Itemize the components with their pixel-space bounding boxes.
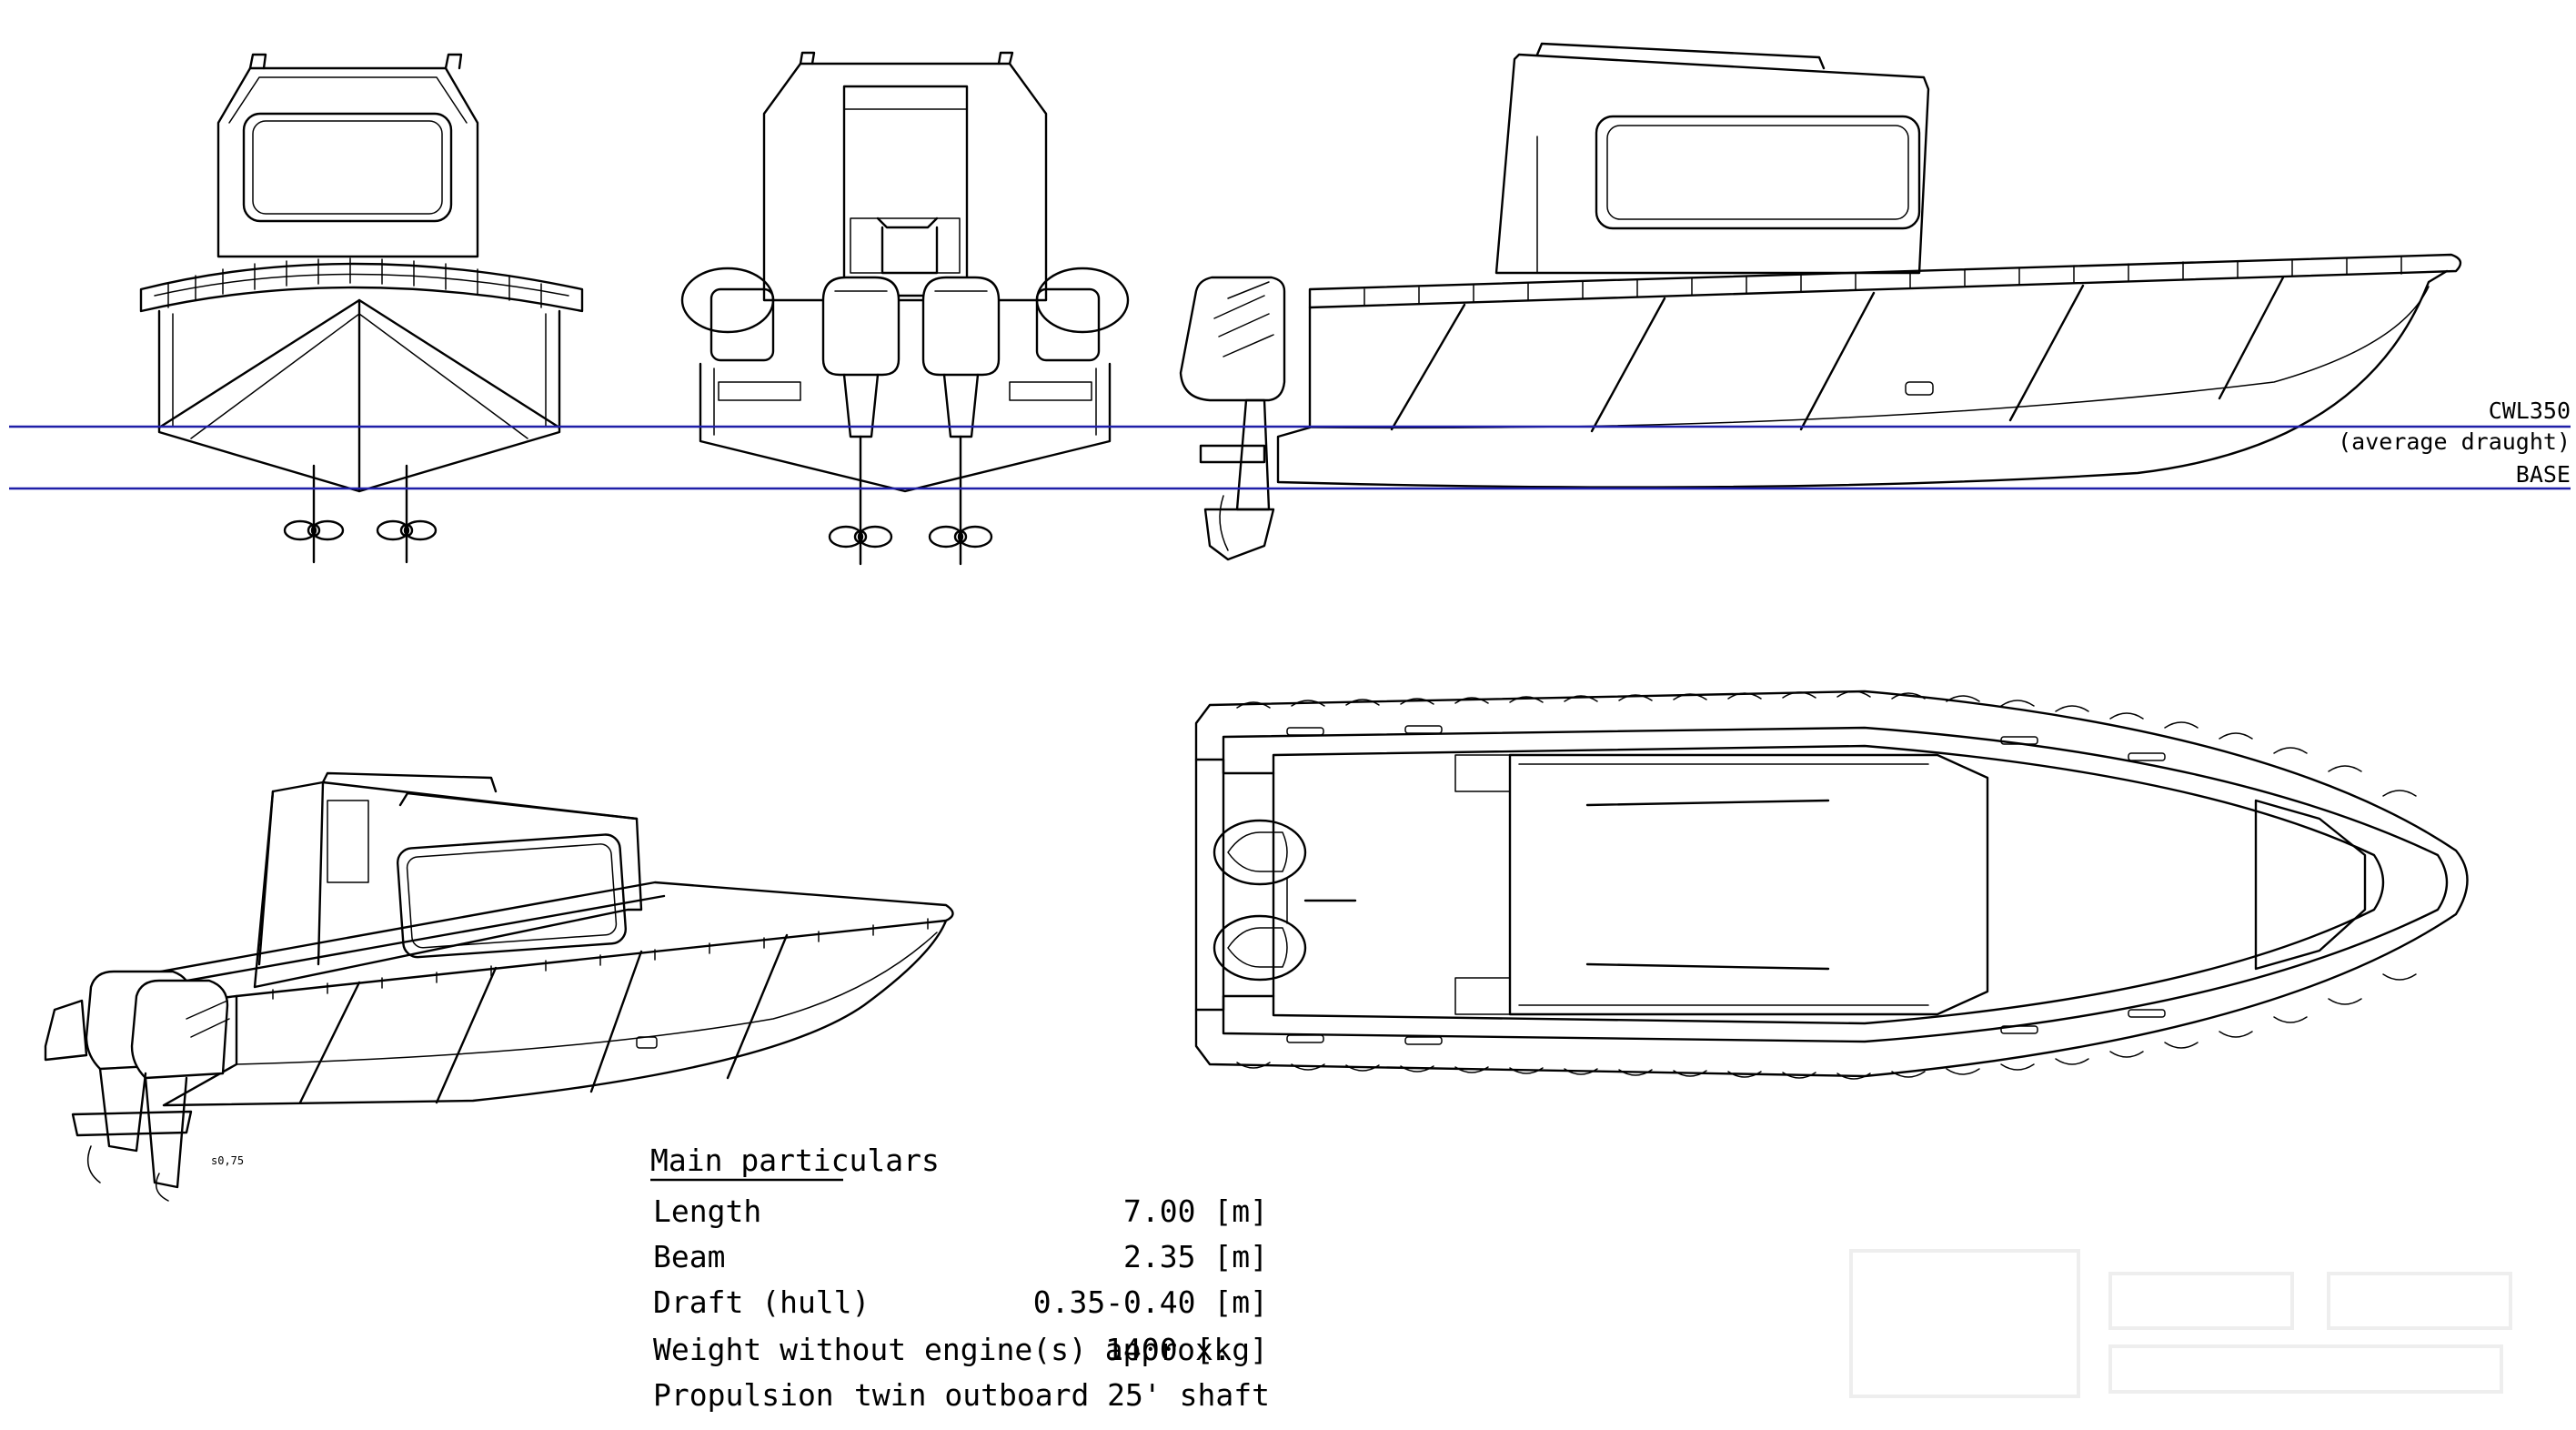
- particulars-value: 1400 [kg]: [1105, 1332, 1268, 1367]
- base-label: BASE: [2516, 461, 2571, 488]
- bow-view: [139, 53, 584, 564]
- particulars-label: Weight without engine(s) approx.: [653, 1332, 1232, 1367]
- particulars-label: Beam: [653, 1239, 725, 1274]
- side-profile-view: [1179, 42, 2462, 561]
- cwl-label: CWL350: [2489, 398, 2571, 424]
- perspective-view: s0,75: [44, 771, 954, 1202]
- particulars-value: 7.00 [m]: [1123, 1193, 1268, 1229]
- reference-lines: CWL350 (average draught) BASE: [9, 398, 2571, 490]
- particulars-label: Propulsion: [653, 1377, 834, 1413]
- main-particulars-table: Main particulars Length 7.00 [m] Beam 2.…: [650, 1143, 1270, 1413]
- particulars-value: twin outboard 25' shaft: [854, 1377, 1270, 1413]
- stern-view: [680, 51, 1130, 566]
- particulars-label: Draft (hull): [653, 1284, 870, 1320]
- plan-view: [1194, 690, 2469, 1080]
- particulars-title: Main particulars: [650, 1143, 940, 1178]
- scale-note: s0,75: [211, 1154, 244, 1167]
- cwl-note: (average draught): [2338, 428, 2571, 455]
- faint-watermark: [1849, 1249, 2512, 1398]
- particulars-value: 0.35-0.40 [m]: [1033, 1284, 1268, 1320]
- particulars-label: Length: [653, 1193, 761, 1229]
- particulars-value: 2.35 [m]: [1123, 1239, 1268, 1274]
